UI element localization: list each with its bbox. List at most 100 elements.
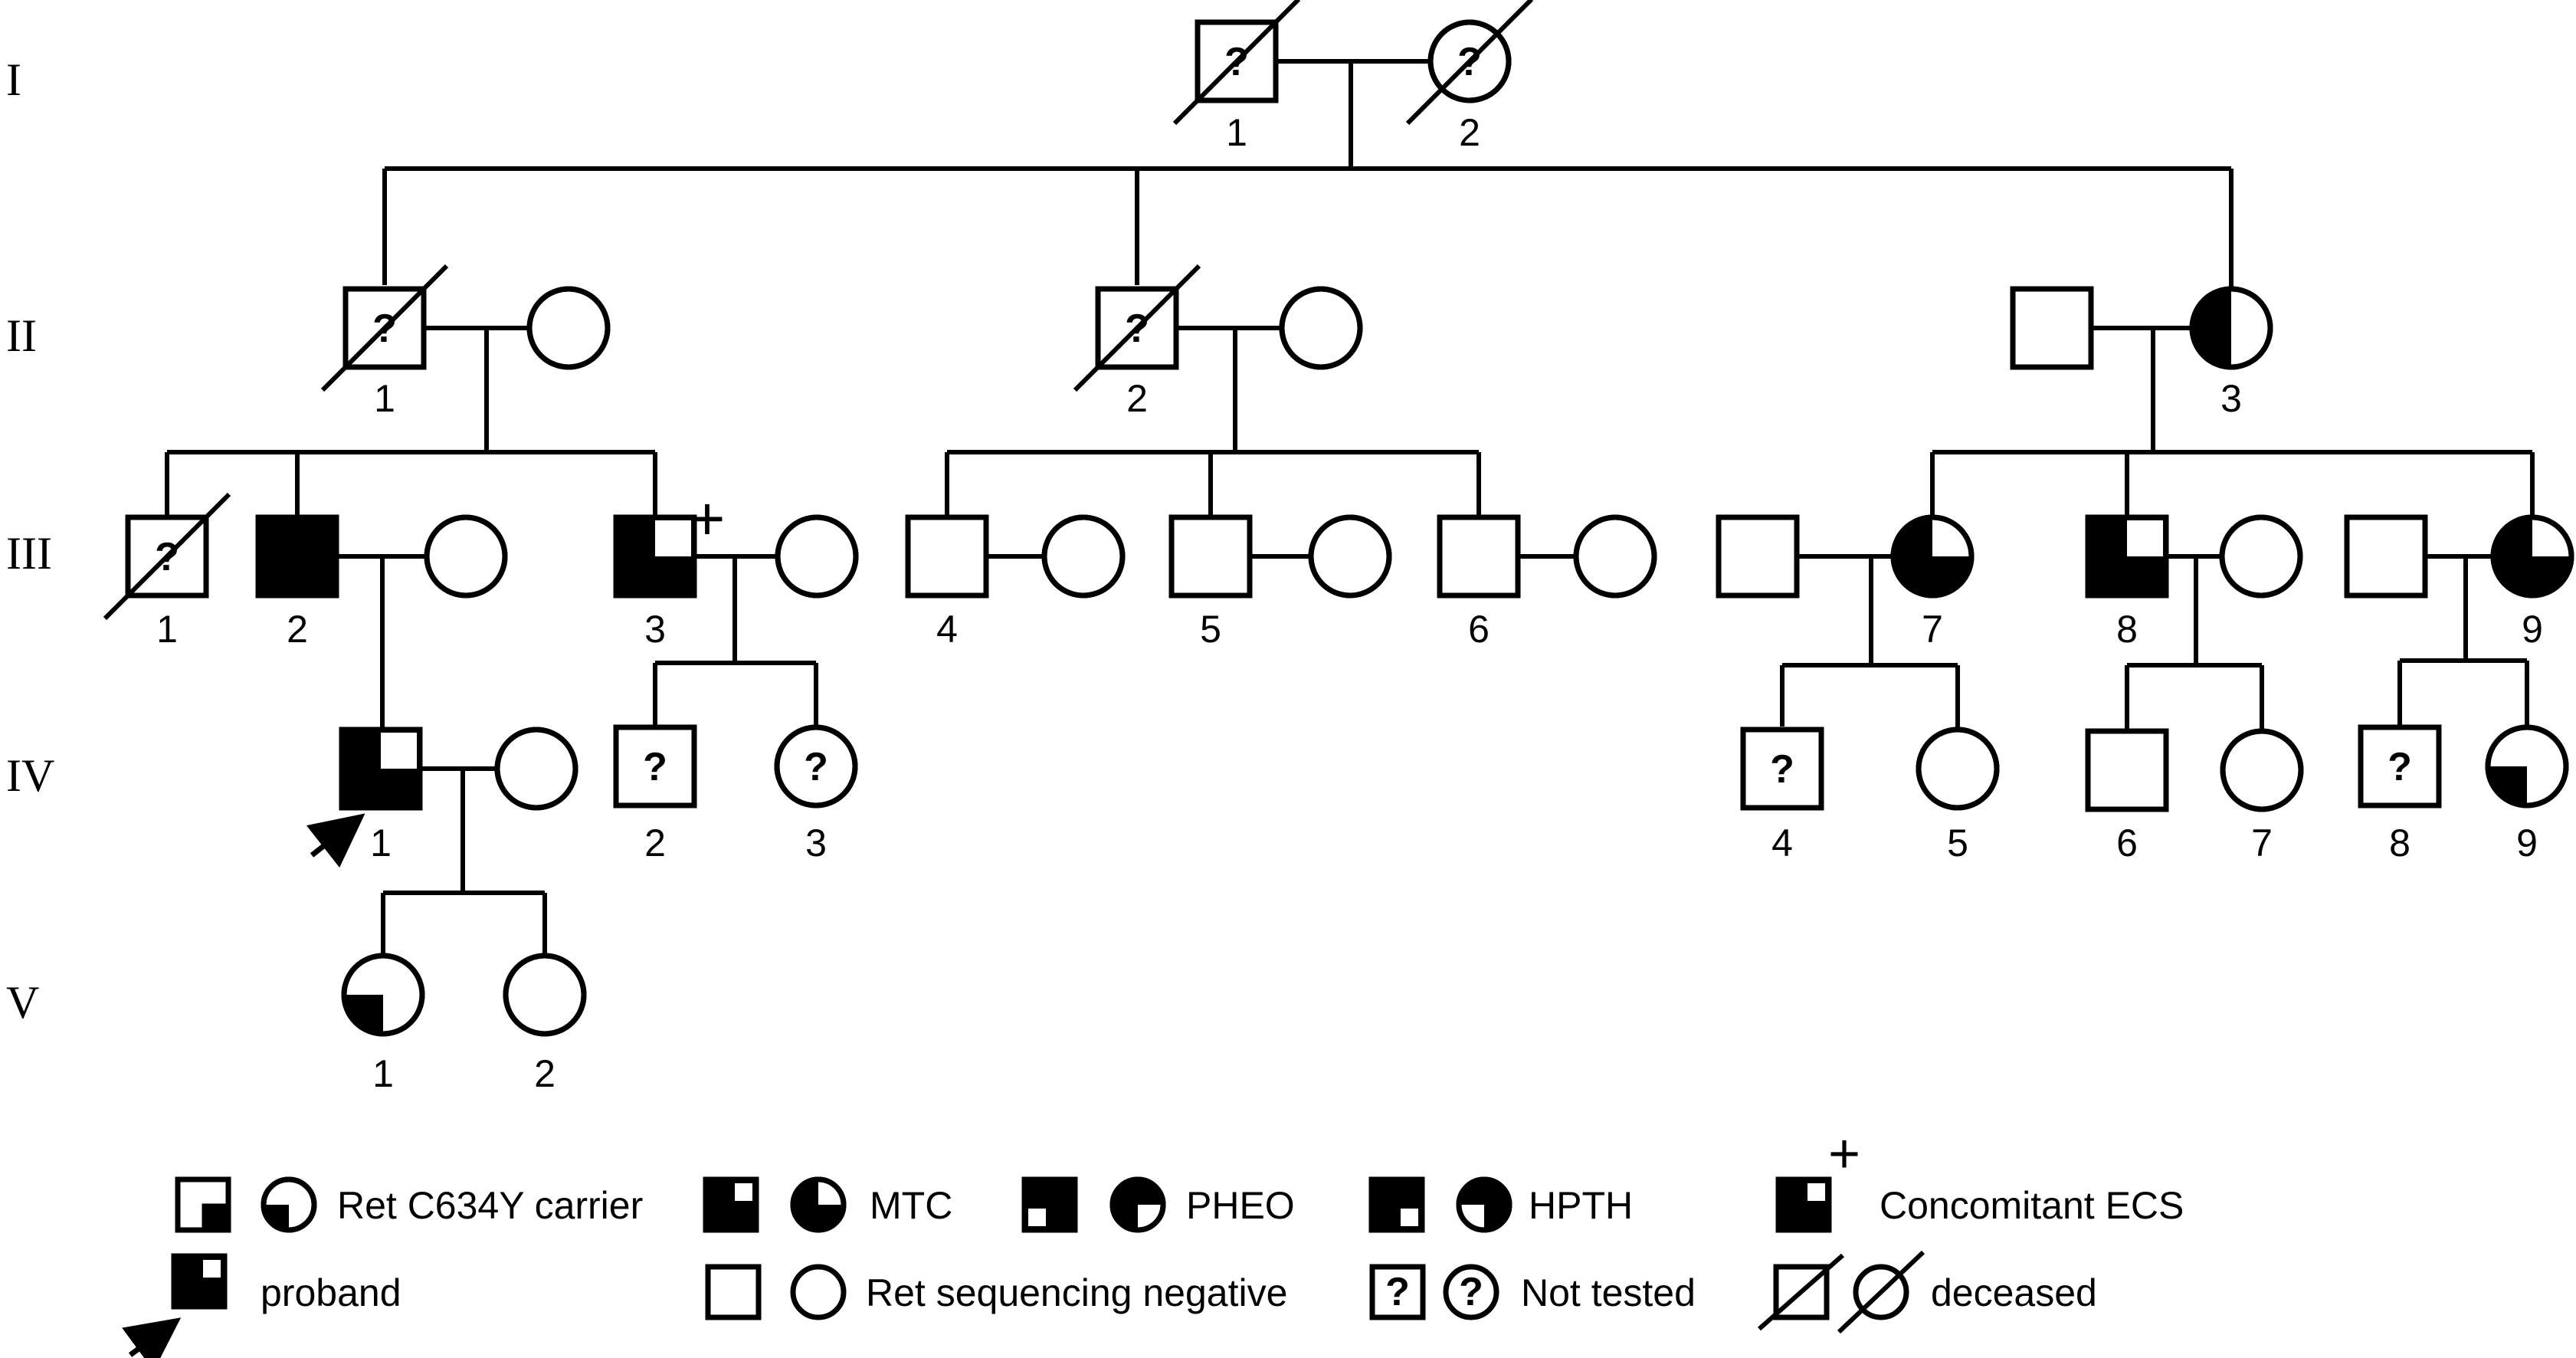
individual-III6s-symbol bbox=[1573, 514, 1657, 599]
legend-hpth-circle-fill-br bbox=[1484, 1205, 1509, 1230]
legend-hpth-square bbox=[1368, 1176, 1425, 1233]
individual-IV3-symbol-ring bbox=[774, 724, 858, 809]
individual-II2-number: 2 bbox=[1126, 377, 1148, 420]
individual-V1: 1 bbox=[341, 953, 425, 1095]
individual-IV9-symbol bbox=[2485, 724, 2569, 809]
generation-labels: I II III IV V bbox=[6, 54, 54, 1028]
legend-pheo-square-outline bbox=[1021, 1176, 1078, 1233]
individual-III8-symbol-quadrant bbox=[2127, 520, 2163, 556]
individual-I1-deceased-slash bbox=[1172, 0, 1301, 126]
individual-IV6-symbol bbox=[2085, 728, 2169, 812]
legend-not-tested-square-question-mark: ? bbox=[1385, 1270, 1410, 1314]
individual-IV2-number: 2 bbox=[644, 822, 666, 864]
individual-IV9-symbol-ring bbox=[2485, 724, 2569, 809]
legend-label-negative: Ret sequencing negative bbox=[866, 1271, 1287, 1314]
individual-II3-symbol bbox=[2189, 286, 2273, 370]
legend-carrier-square bbox=[175, 1176, 231, 1233]
individual-II1-deceased-slash bbox=[320, 264, 449, 392]
individual-III7-symbol-ring bbox=[1890, 514, 1975, 599]
individual-IV6-symbol-outline bbox=[2085, 728, 2169, 812]
individual-II3-symbol-ring bbox=[2189, 286, 2273, 370]
individual-III5-number: 5 bbox=[1200, 608, 1221, 651]
legend-mtc-circle-fill-bl bbox=[793, 1205, 818, 1230]
individual-III3-symbol-quadrant bbox=[655, 520, 691, 556]
individual-III7-symbol bbox=[1890, 514, 1975, 599]
individual-III8-number: 8 bbox=[2116, 608, 2138, 651]
individual-III8: 8 bbox=[2085, 514, 2169, 651]
individual-III9-symbol-ring bbox=[2490, 514, 2574, 599]
individual-III5: 5 bbox=[1168, 514, 1253, 651]
individual-II2: ?2 bbox=[1073, 264, 1201, 420]
individual-IV9: 9 bbox=[2485, 724, 2569, 864]
individual-III7s-symbol-outline bbox=[1716, 514, 1800, 599]
individual-II3: 3 bbox=[2189, 286, 2273, 420]
individual-IV4-symbol: ? bbox=[1740, 727, 1824, 811]
individual-III7s-symbol bbox=[1716, 514, 1800, 599]
individual-II2s-symbol-ring bbox=[1279, 286, 1363, 370]
legend-proband-arrow bbox=[122, 1317, 182, 1358]
individual-III3s-symbol bbox=[775, 514, 859, 599]
legend-mtc-circle-ring bbox=[790, 1176, 847, 1233]
individual-IV1: 1 bbox=[306, 727, 423, 868]
legend-carrier-circle bbox=[261, 1176, 317, 1233]
individual-III3-number: 3 bbox=[644, 608, 666, 651]
legend-label-pheo: PHEO bbox=[1186, 1184, 1295, 1227]
individual-IV8-symbol-outline bbox=[2358, 724, 2442, 809]
individual-V1-symbol-ring bbox=[341, 953, 425, 1037]
individual-III4s-symbol bbox=[1041, 514, 1126, 599]
individual-III1-number: 1 bbox=[156, 608, 178, 651]
pedigree-lines bbox=[165, 59, 2535, 956]
individual-IV2-symbol-outline bbox=[613, 724, 697, 809]
legend-not-tested-square-outline bbox=[1369, 1264, 1426, 1320]
legend-mtc-circle bbox=[790, 1176, 847, 1233]
legend-hpth-circle bbox=[1456, 1176, 1512, 1233]
legend-not-tested-circle-question-mark: ? bbox=[1459, 1270, 1483, 1314]
individual-II2s bbox=[1279, 286, 1363, 370]
generation-label-3: III bbox=[6, 528, 52, 579]
individual-IV3-symbol-question-mark: ? bbox=[804, 745, 828, 789]
individual-III9: 9 bbox=[2490, 514, 2574, 651]
individual-IV5-symbol-ring bbox=[1916, 727, 2000, 811]
individual-III9-symbol-fill bbox=[2493, 517, 2571, 595]
individual-I2: ?2 bbox=[1405, 0, 1534, 154]
individual-IV1s-symbol bbox=[494, 727, 578, 811]
legend-pheo-circle bbox=[1109, 1176, 1166, 1233]
legend-negative-circle bbox=[790, 1264, 847, 1320]
legend-deceased-square-slash bbox=[1758, 1253, 1844, 1331]
individual-III6-symbol bbox=[1437, 514, 1521, 599]
generation-label-5: V bbox=[6, 977, 39, 1028]
individual-IV8-number: 8 bbox=[2389, 822, 2410, 864]
individual-IV1-symbol-quadrant bbox=[381, 733, 417, 769]
individual-IV2-symbol-question-mark: ? bbox=[643, 745, 667, 789]
individual-III3-symbol bbox=[613, 514, 697, 599]
legend-label-mtc: MTC bbox=[870, 1184, 952, 1227]
individual-V1-symbol-fill bbox=[344, 995, 383, 1034]
legend-carrier-square-quadrant bbox=[203, 1205, 228, 1230]
legend-mtc-circle-fill-br bbox=[818, 1205, 844, 1230]
individual-II1s bbox=[526, 286, 611, 370]
individual-V2-number: 2 bbox=[534, 1052, 556, 1095]
legend-deceased-symbols bbox=[1758, 1250, 1925, 1334]
individual-III4s-symbol-ring bbox=[1041, 514, 1126, 599]
legend-ecs-square-outline bbox=[1775, 1176, 1832, 1233]
legend-not-tested-square: ? bbox=[1369, 1264, 1426, 1320]
individual-IV3-symbol: ? bbox=[774, 724, 858, 809]
individual-V2-symbol-ring bbox=[503, 953, 587, 1037]
individual-III8s-symbol bbox=[2219, 514, 2303, 599]
individual-V2-symbol bbox=[503, 953, 587, 1037]
individual-II1-number: 1 bbox=[374, 377, 395, 420]
individual-III4-number: 4 bbox=[936, 608, 958, 651]
individual-III9s-symbol-outline bbox=[2344, 514, 2428, 599]
individual-IV7-number: 7 bbox=[2251, 822, 2273, 864]
legend-hpth-circle-fill-tl bbox=[1459, 1179, 1484, 1205]
individual-III2-number: 2 bbox=[287, 608, 308, 651]
legend-not-tested-circle-outline bbox=[1443, 1264, 1499, 1320]
individual-III7s bbox=[1716, 514, 1800, 599]
individual-III5s-symbol bbox=[1308, 514, 1392, 599]
individual-IV8-symbol-question-mark: ? bbox=[2388, 745, 2412, 789]
individual-II1: ?1 bbox=[320, 264, 449, 420]
legend-label-carrier: Ret C634Y carrier bbox=[337, 1184, 643, 1227]
individual-III3: 3+ bbox=[613, 484, 725, 651]
legend-pheo-square bbox=[1021, 1176, 1078, 1233]
